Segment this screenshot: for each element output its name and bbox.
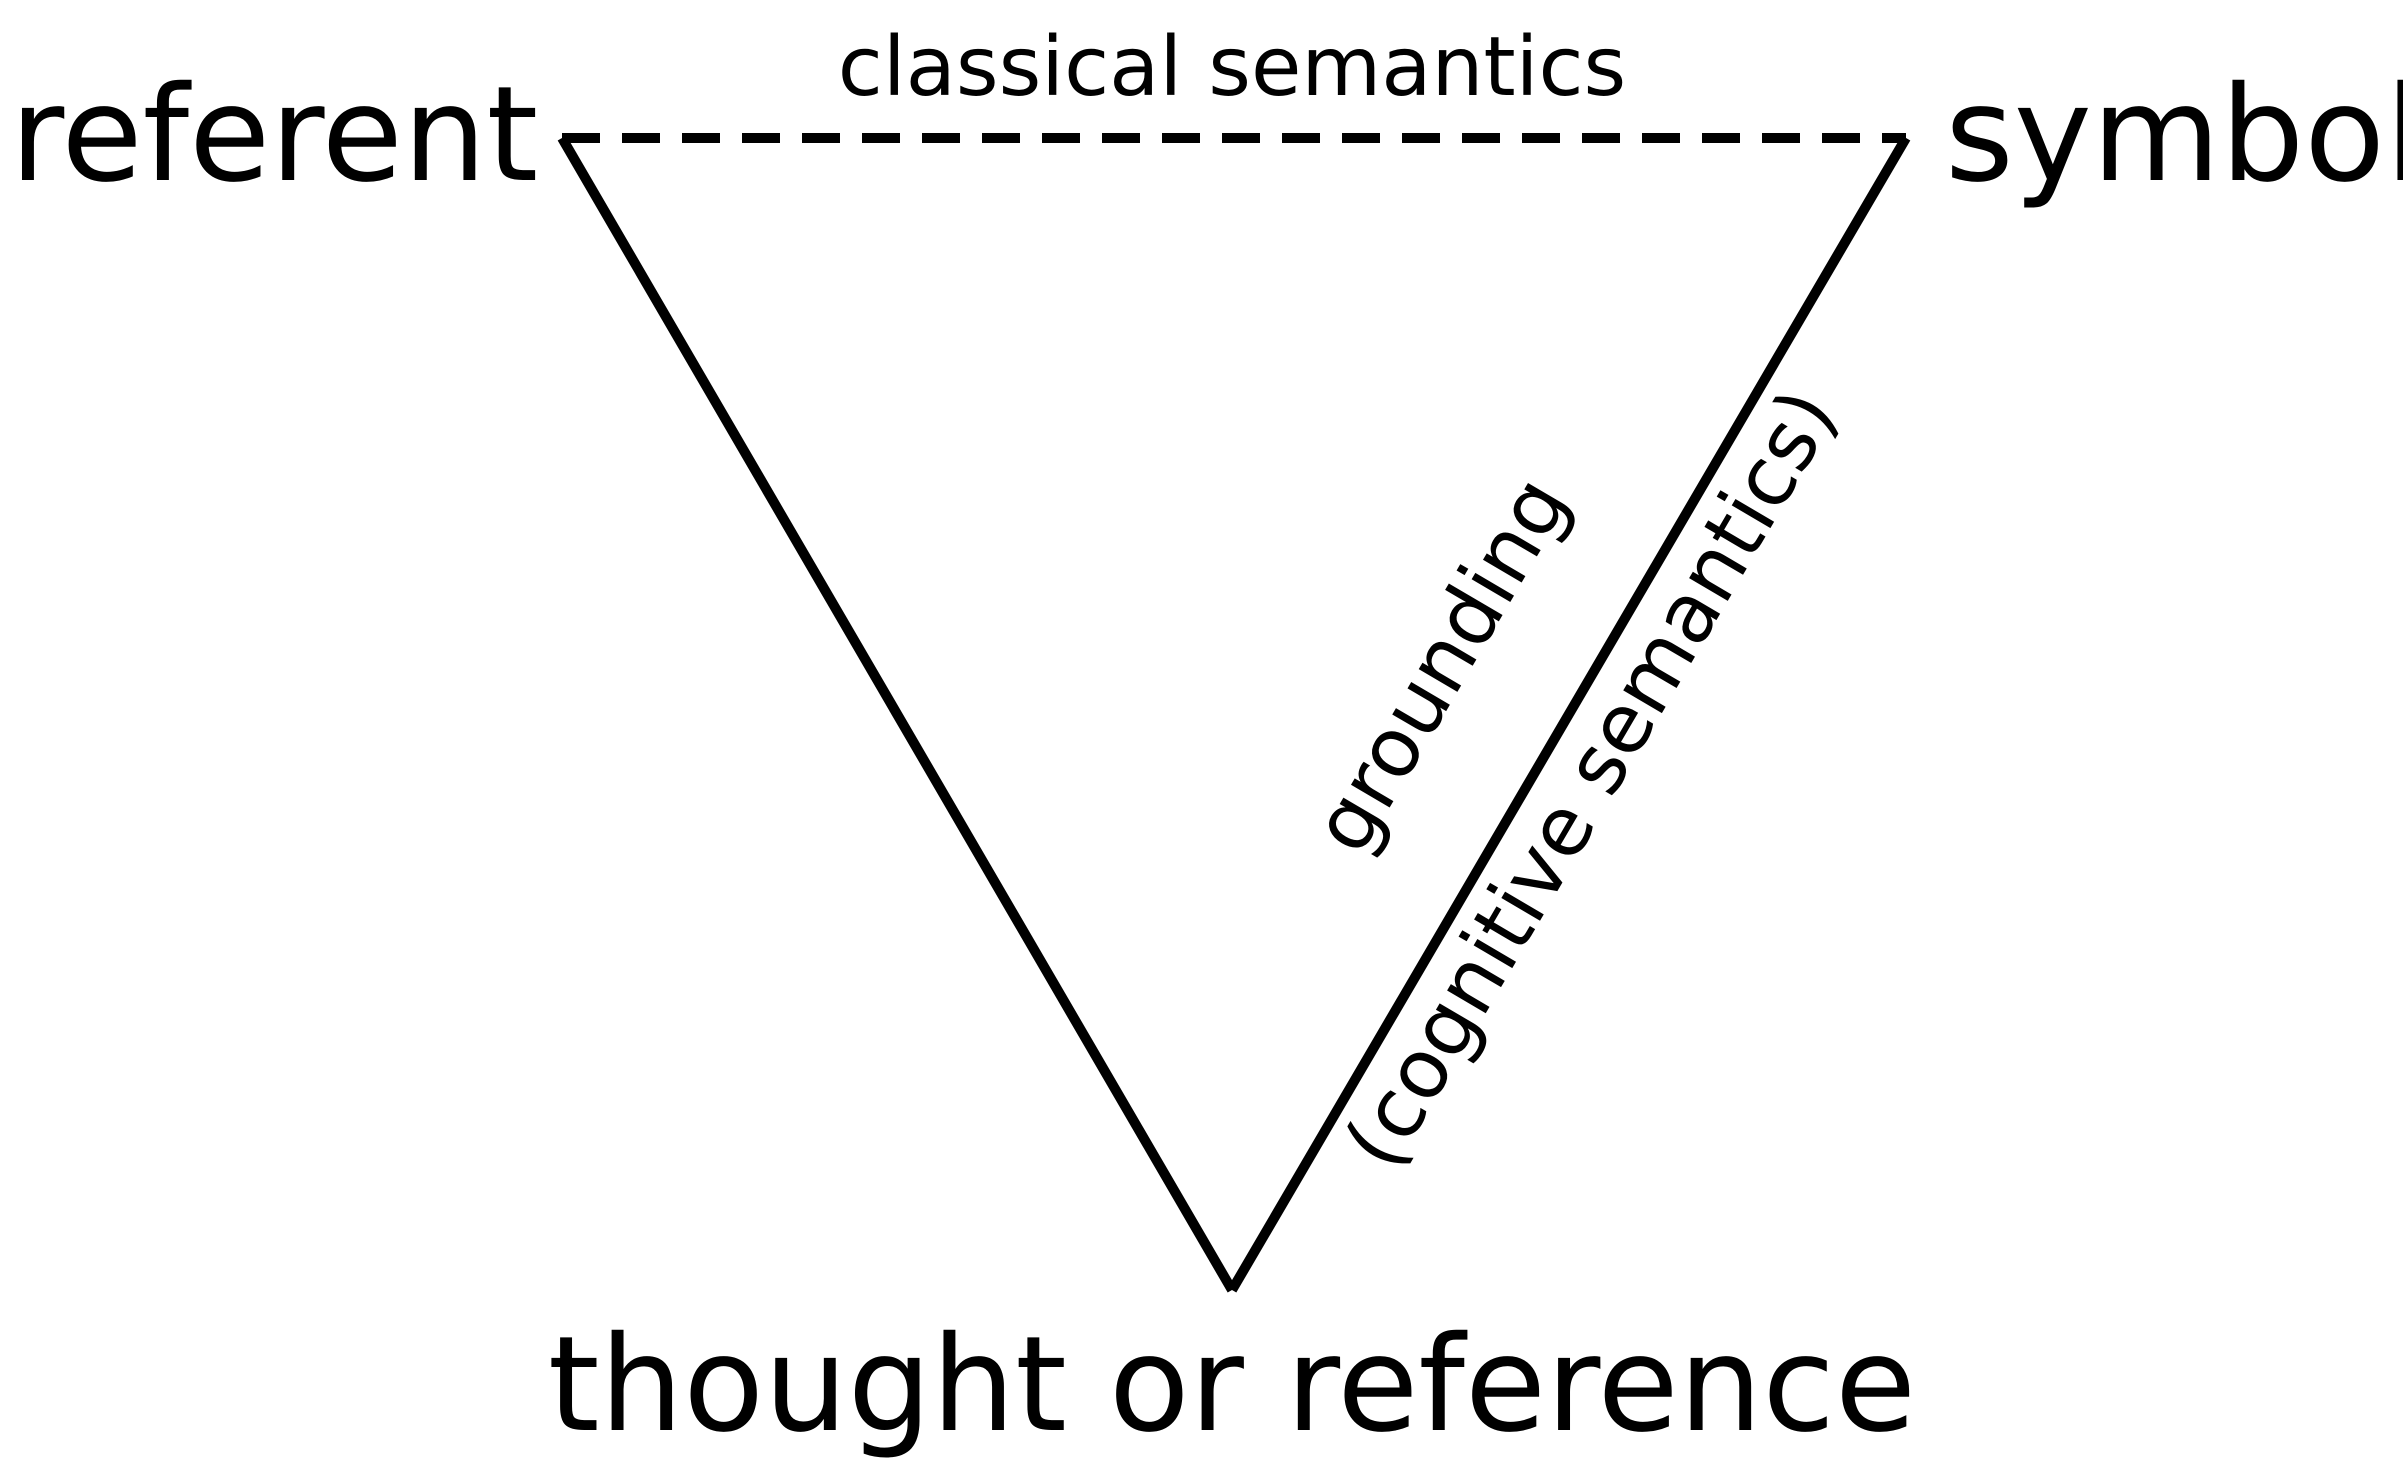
edge-symbol-thought — [1227, 135, 1911, 1293]
node-referent-label: referent — [10, 58, 538, 212]
node-symbol-label: symbol — [1945, 58, 2403, 212]
edge-referent-thought — [557, 135, 1237, 1293]
node-thought-label: thought or reference — [548, 1308, 1916, 1462]
edge-classical-semantics-label: classical semantics — [838, 20, 1627, 115]
